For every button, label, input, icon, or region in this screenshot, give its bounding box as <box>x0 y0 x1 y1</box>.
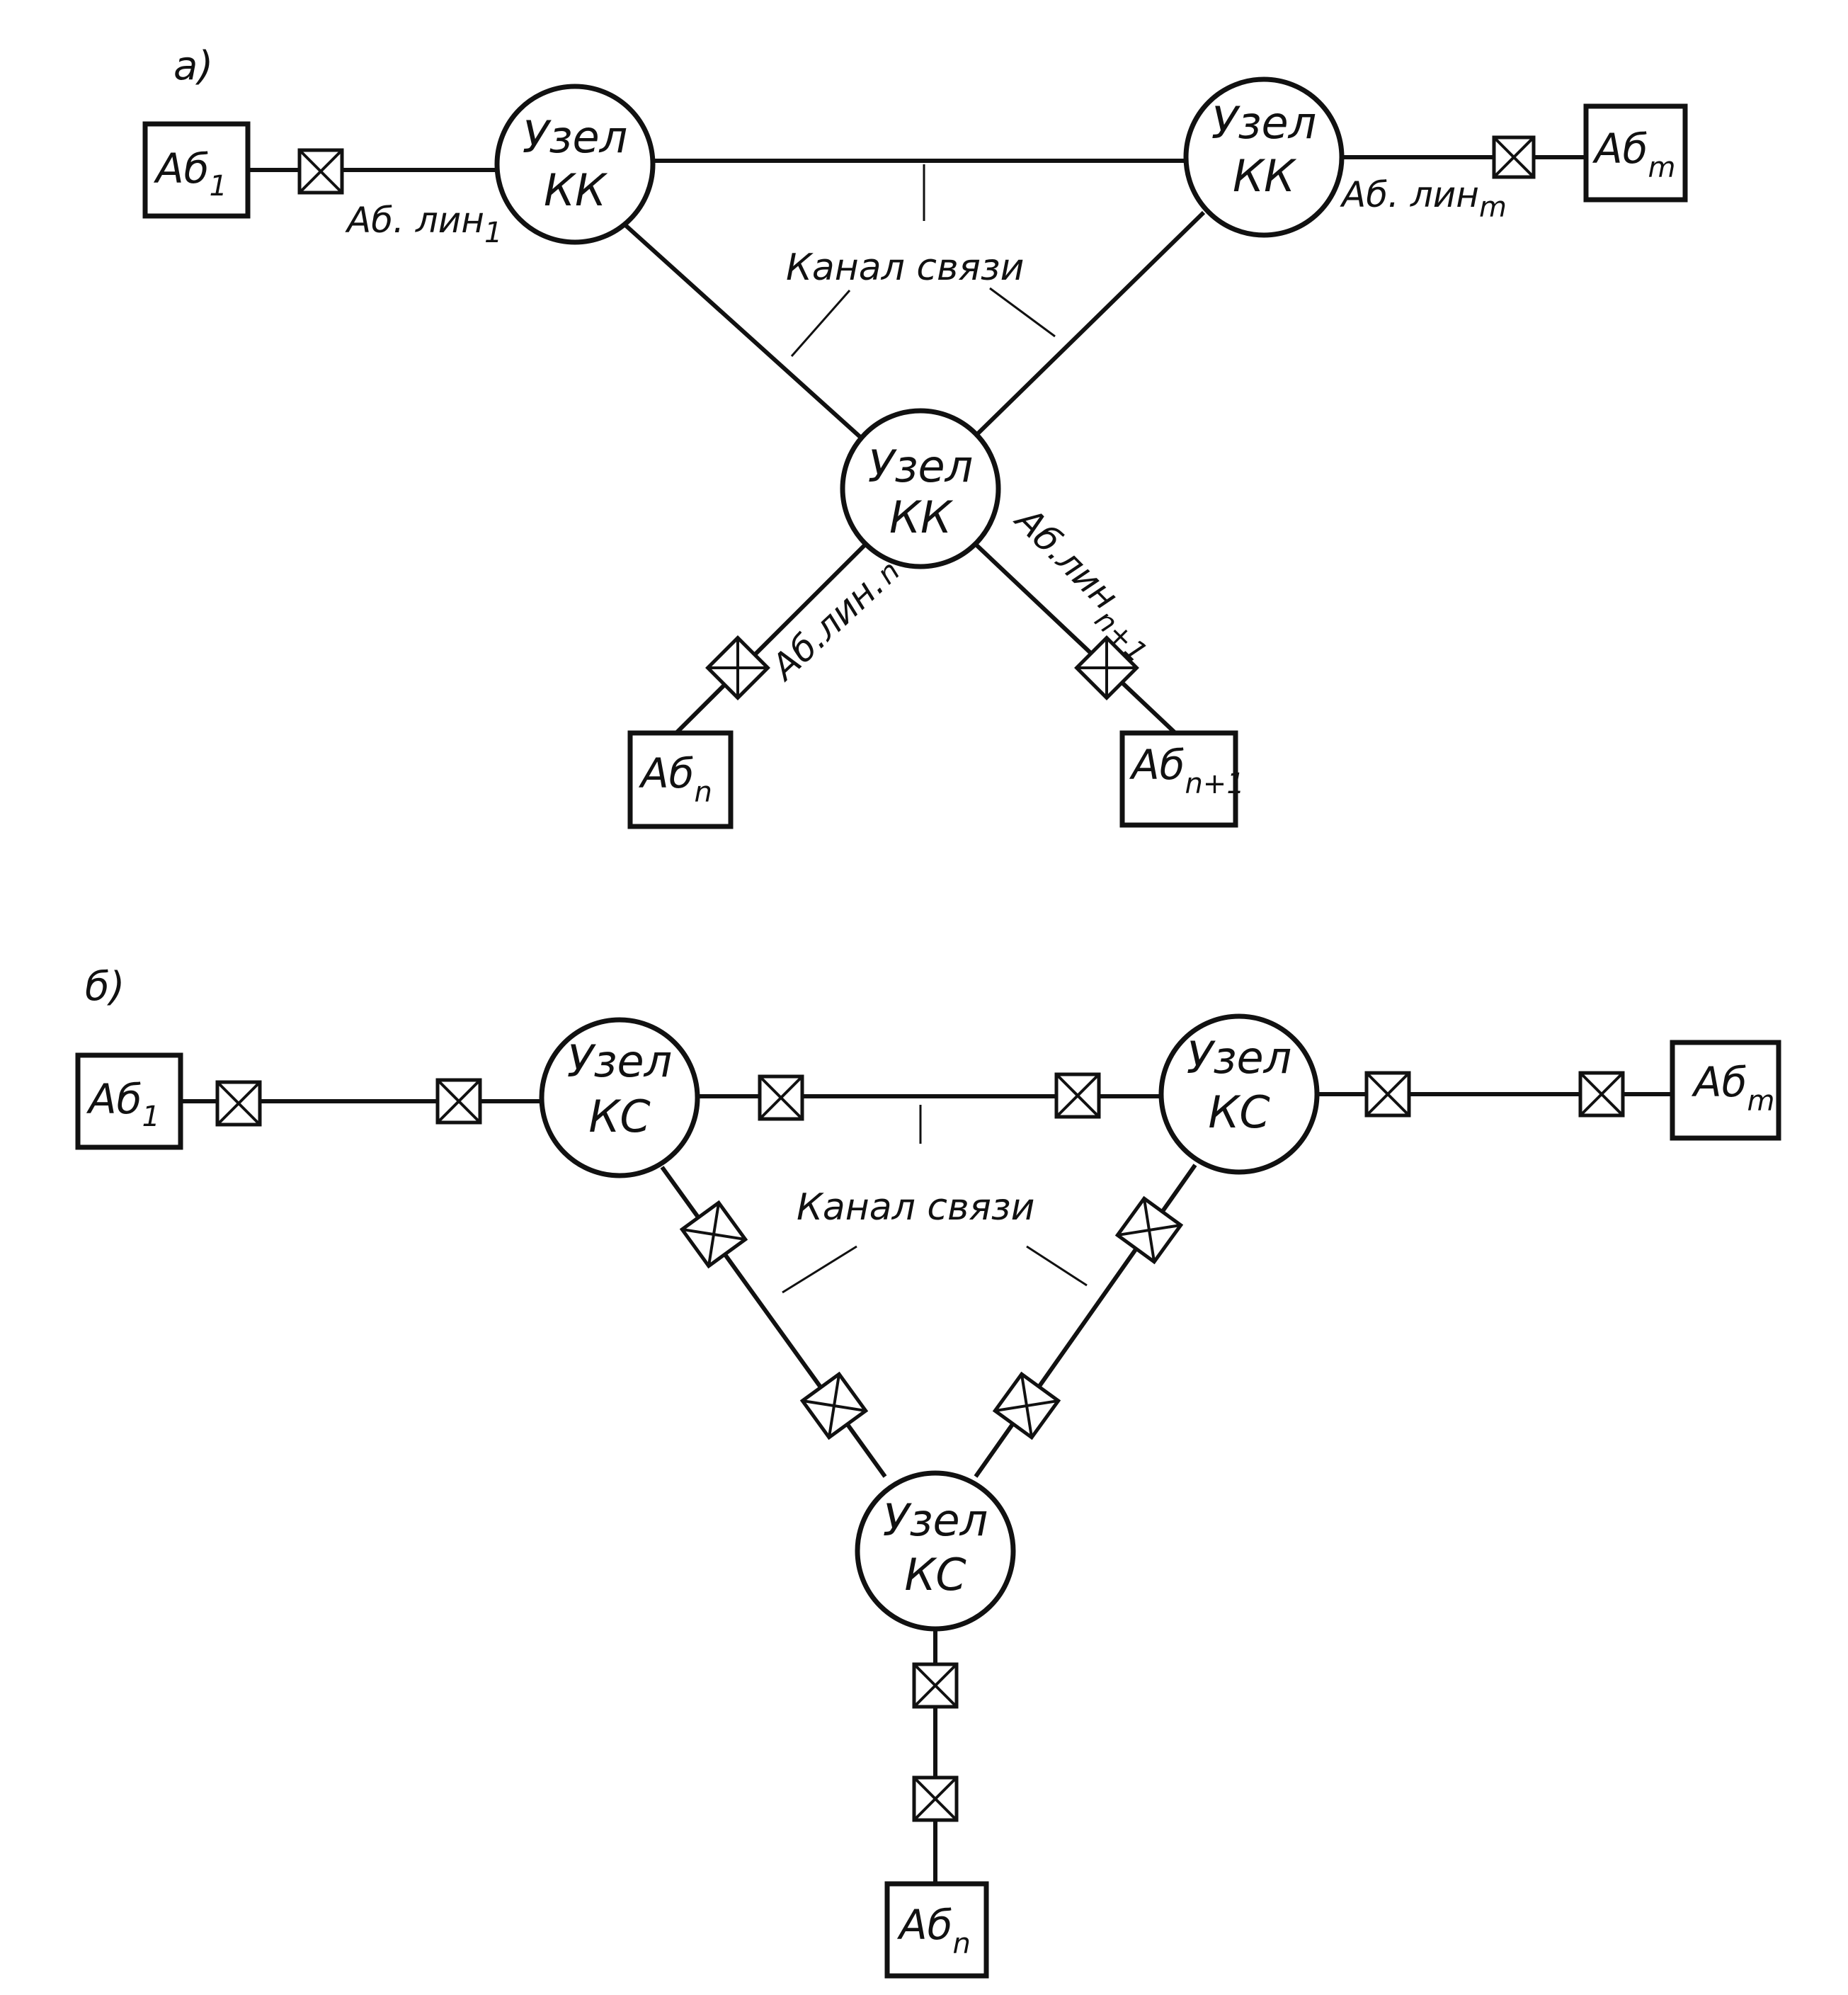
node-label-line1: Узел <box>883 1494 988 1546</box>
channel-pointer-right <box>1026 1245 1088 1287</box>
repeater-icon <box>1364 1071 1411 1118</box>
repeater-icon <box>992 1371 1061 1440</box>
subscriber-box-label: Абn+1 <box>1129 741 1245 800</box>
part-a: а) Узел <box>142 43 1688 829</box>
repeater-icon <box>679 1200 748 1269</box>
repeater-icon <box>1114 1195 1184 1265</box>
subscriber-box-1: Аб1 <box>142 121 251 219</box>
node-label-line2: КС <box>904 1549 966 1601</box>
repeater-icon <box>1074 635 1139 700</box>
node-label-line2: КК <box>544 164 608 216</box>
repeater-icon <box>435 1078 482 1125</box>
node-ks-bottom: Узел КС <box>855 1470 1016 1632</box>
subscriber-box-label: Аб1 <box>86 1075 160 1133</box>
subscriber-box-label: Абm <box>1691 1058 1774 1118</box>
subscriber-box-label: Абn <box>896 1901 971 1960</box>
repeater-icon <box>758 1074 804 1121</box>
channel-pointer-left <box>790 290 851 357</box>
node-label-line1: Узел <box>523 111 628 163</box>
repeater-icon <box>1054 1072 1101 1119</box>
subscriber-box-1: Аб1 <box>75 1052 183 1150</box>
node-label-line1: Узел <box>1187 1032 1292 1084</box>
repeater-icon <box>297 148 344 195</box>
part-b: б) <box>75 964 1781 1979</box>
line-label-m: Аб. линm <box>1340 174 1507 224</box>
subscriber-line-n1 <box>969 538 1177 735</box>
repeater-icon <box>912 1662 959 1709</box>
channel-label: Канал связи <box>786 246 1024 289</box>
repeater-icon <box>705 635 770 700</box>
repeater-icon <box>799 1371 869 1440</box>
part-b-label: б) <box>85 964 125 1010</box>
node-label-line2: КС <box>1208 1086 1270 1138</box>
subscriber-box-label: Абm <box>1592 125 1675 184</box>
node-label-line1: Узел <box>868 441 974 492</box>
node-label-line2: КС <box>588 1091 651 1142</box>
node-kk-bottom: Узел КК <box>840 408 1001 569</box>
repeater-icon <box>1492 135 1536 179</box>
subscriber-box-n1: Абn+1 <box>1119 730 1245 828</box>
node-ks-left: Узел КС <box>539 1017 700 1178</box>
repeater-icon <box>215 1080 262 1127</box>
node-kk-left: Узел КК <box>494 84 656 245</box>
line-label-n: Аб.лин.n <box>762 550 907 689</box>
node-label-line1: Узел <box>567 1035 673 1087</box>
node-kk-right: Узел КК <box>1183 76 1345 238</box>
node-label-line2: КК <box>889 491 954 543</box>
subscriber-box-label: Абn <box>638 749 712 809</box>
subscriber-box-n: Абn <box>627 730 734 829</box>
repeater-icon <box>912 1775 959 1822</box>
channel-pointer-left <box>782 1245 857 1294</box>
node-label-line1: Узел <box>1211 97 1317 149</box>
channel-pointer-right <box>989 287 1056 338</box>
subscriber-line-n <box>674 538 872 735</box>
subscriber-box-n: Абn <box>884 1881 989 1979</box>
line-label-1: Аб. лин1 <box>345 200 502 249</box>
channel-line-left <box>621 221 870 446</box>
channel-label: Канал связи <box>797 1186 1034 1229</box>
node-ks-right: Узел КС <box>1158 1013 1320 1175</box>
subscriber-box-m: Абm <box>1670 1040 1781 1141</box>
subscriber-box-label: Аб1 <box>153 144 227 203</box>
node-label-line2: КК <box>1233 150 1297 202</box>
part-a-label: а) <box>173 43 213 89</box>
repeater-icon <box>1578 1071 1625 1118</box>
channel-line-right <box>968 210 1206 443</box>
subscriber-box-m: Абm <box>1583 103 1688 203</box>
